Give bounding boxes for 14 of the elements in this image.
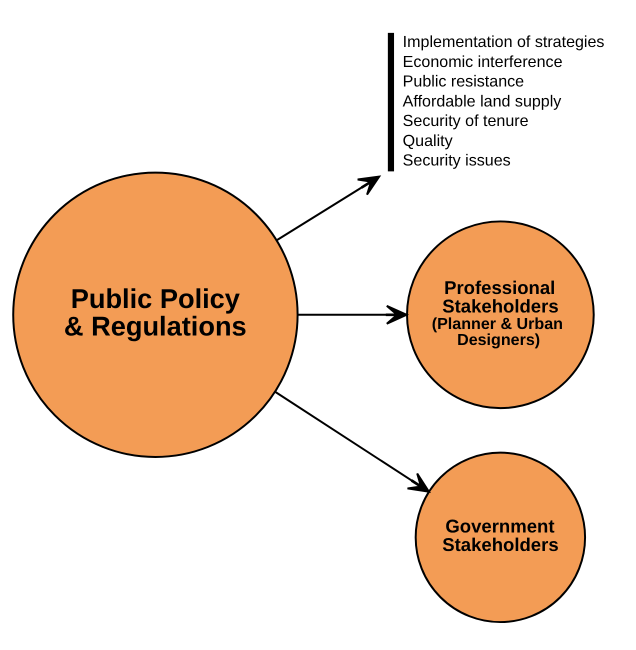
node-label: Implementation of strategies (402, 32, 604, 51)
arrow (274, 391, 430, 493)
node-box (388, 32, 394, 172)
node-label: Affordable land supply (402, 92, 562, 110)
node-circle: Professional Stakeholders (Planner & Urban Designers) (406, 220, 595, 410)
node-label: Public resistance (402, 72, 524, 91)
node-circle: Public Policy & Regulations (12, 172, 299, 458)
arrow (298, 304, 408, 325)
node-label: Economic interference (402, 52, 563, 71)
node-label: Security of tenure (402, 112, 529, 130)
node-circle: Government Stakeholders (414, 452, 586, 624)
node-label: Quality (402, 132, 453, 150)
arrow (276, 176, 380, 241)
node-label: Security issues (402, 152, 511, 170)
